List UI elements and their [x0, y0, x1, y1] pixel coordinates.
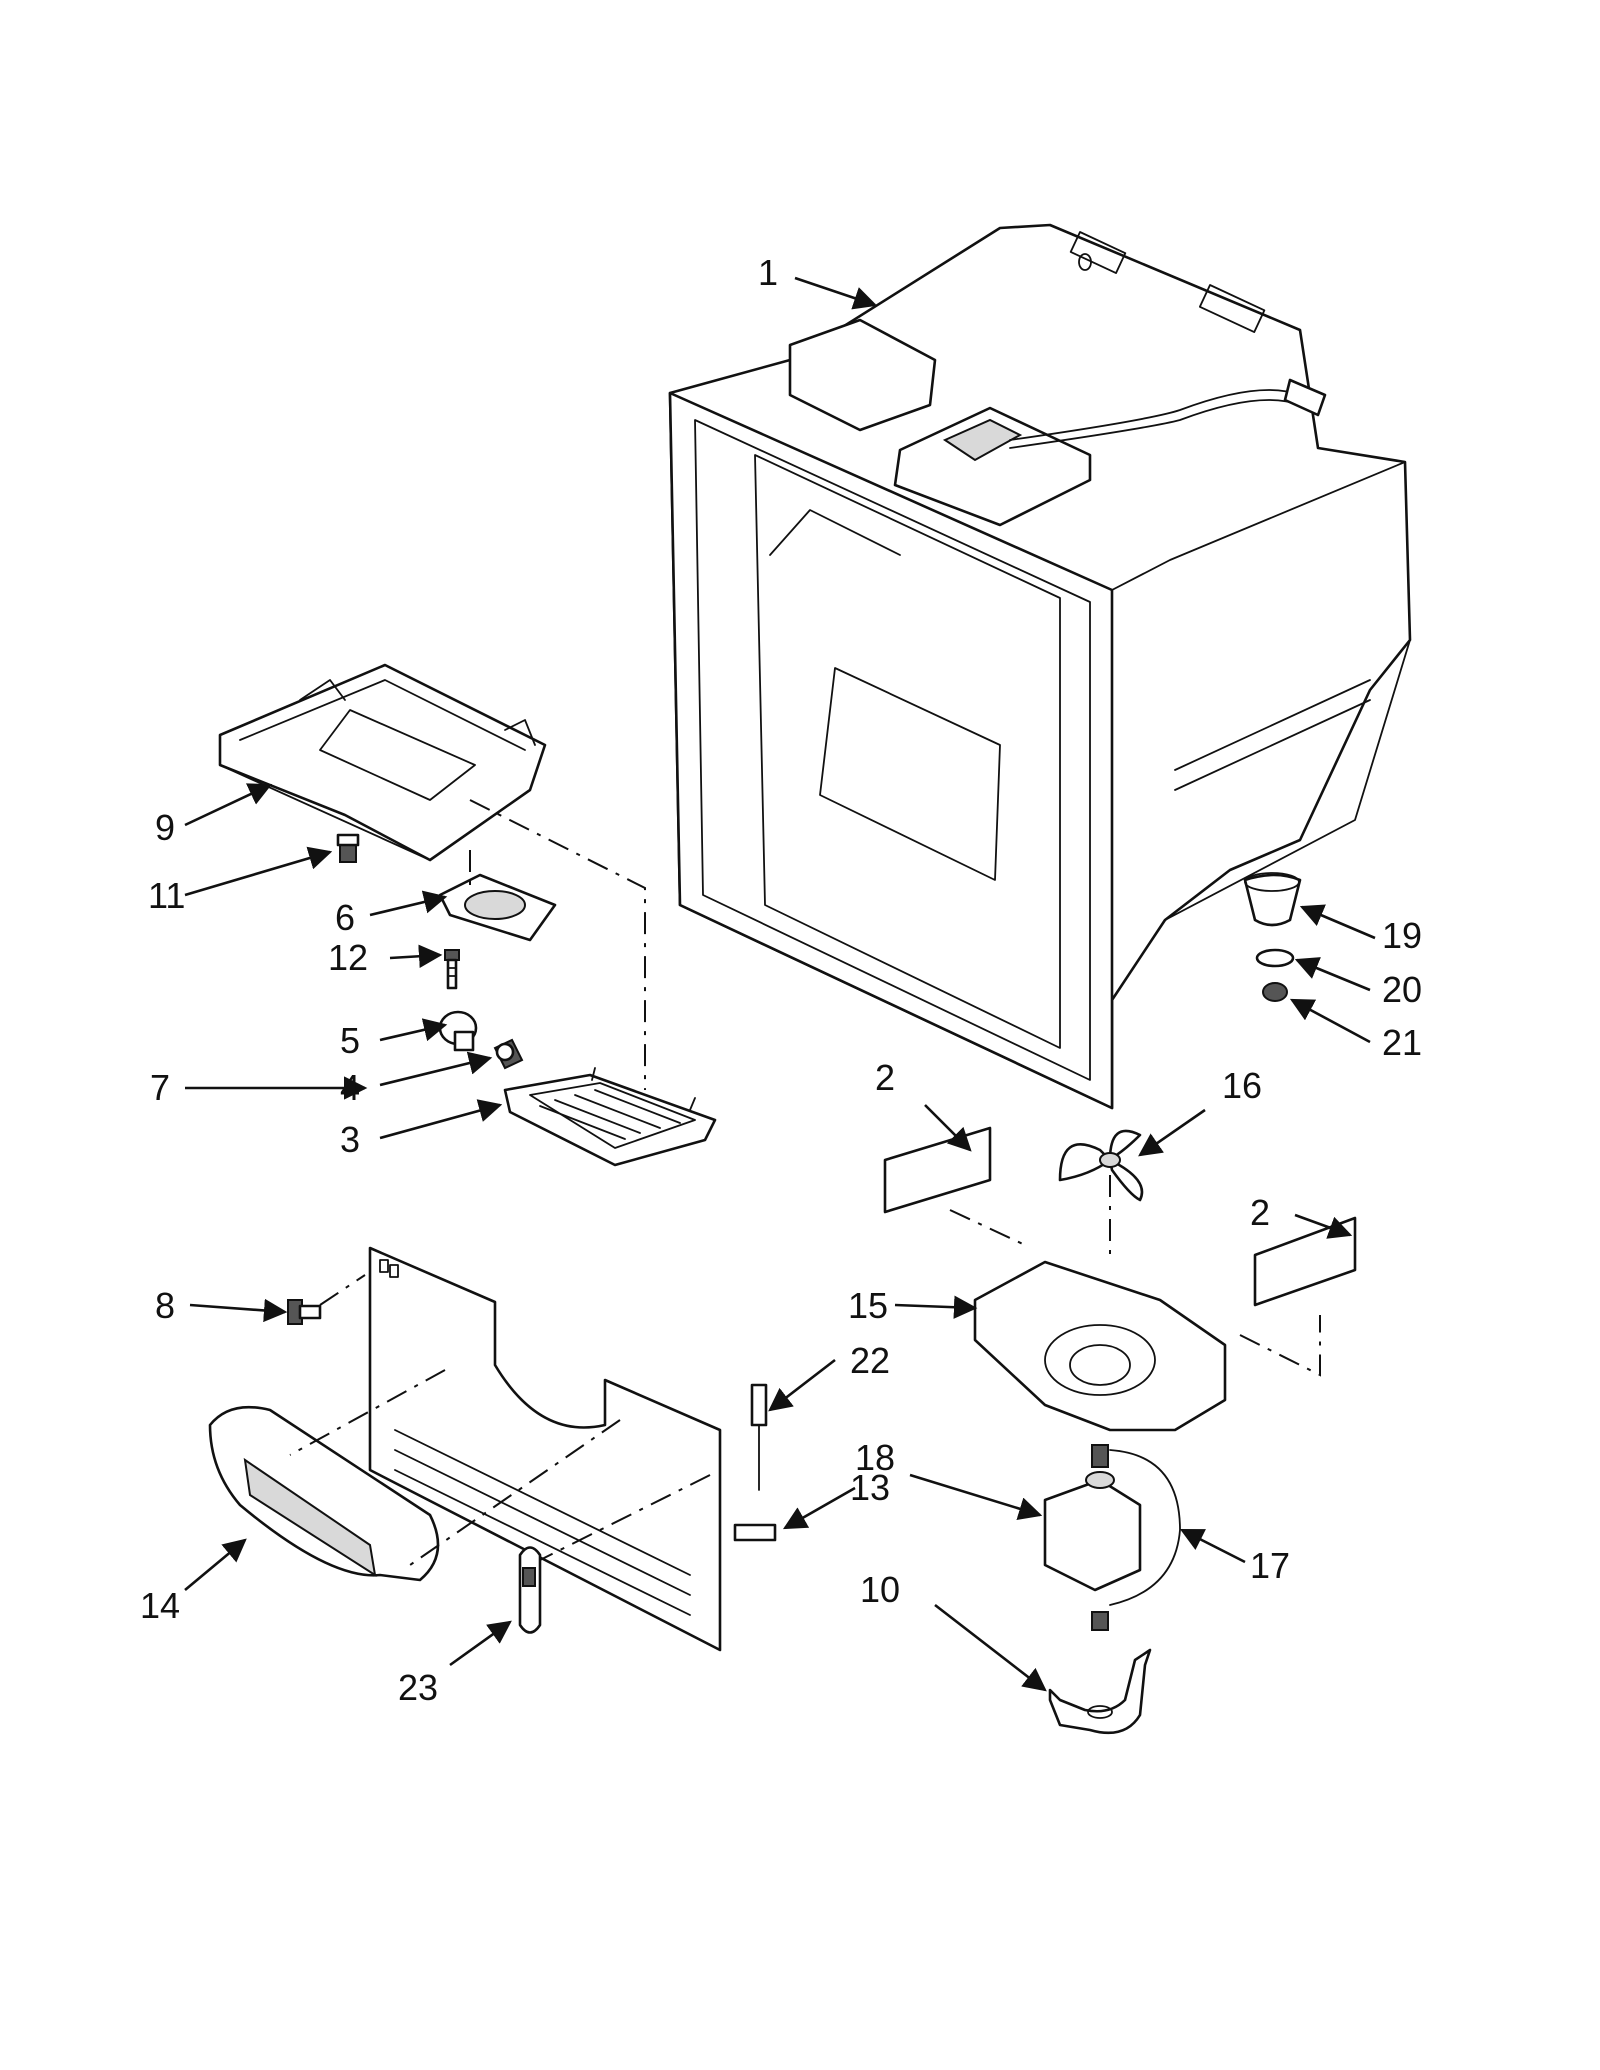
- thermistor-clip: [518, 1546, 542, 1634]
- callout-23: 23: [398, 1667, 438, 1708]
- thermistor: [750, 1383, 768, 1491]
- callout-14: 14: [140, 1585, 180, 1626]
- callout-9: 9: [155, 807, 175, 848]
- light-shield: [503, 1067, 717, 1167]
- callout-5: 5: [340, 1020, 360, 1061]
- switch-part: [336, 833, 360, 863]
- light-socket: [493, 1038, 524, 1070]
- callout-15: 15: [848, 1285, 888, 1326]
- callout-21: 21: [1382, 1022, 1422, 1063]
- drain-cup: [1243, 872, 1302, 927]
- callout-10: 10: [860, 1569, 900, 1610]
- light-bulb: [438, 1010, 478, 1052]
- leader-lines: [184, 276, 1376, 1692]
- callout-16: 16: [1222, 1065, 1262, 1106]
- foam-pad-right: [1253, 1216, 1357, 1307]
- callout-4: 4: [340, 1067, 360, 1108]
- callout-2-left: 2: [875, 1057, 895, 1098]
- shelf-cover: [218, 663, 547, 862]
- callout-17: 17: [1250, 1545, 1290, 1586]
- fan-motor: [1043, 1444, 1142, 1592]
- fan-shroud: [973, 1260, 1227, 1432]
- light-housing: [438, 873, 557, 942]
- screw-12: [444, 949, 460, 990]
- freezer-liner: [668, 223, 1412, 1110]
- callout-20: 20: [1382, 969, 1422, 1010]
- foam-strip: [733, 1523, 777, 1542]
- callout-1: 1: [758, 252, 778, 293]
- fan-blade: [1058, 1129, 1144, 1202]
- callout-13: 13: [850, 1467, 890, 1508]
- drain-washer: [1262, 982, 1288, 1002]
- callout-6: 6: [335, 897, 355, 938]
- callout-19: 19: [1382, 915, 1422, 956]
- callout-11: 11: [148, 875, 185, 916]
- callout-8: 8: [155, 1285, 175, 1326]
- callout-22: 22: [850, 1340, 890, 1381]
- callout-7: 7: [150, 1067, 170, 1108]
- callout-2-right: 2: [1250, 1192, 1270, 1233]
- callout-3: 3: [340, 1119, 360, 1160]
- vent-grille: [208, 1405, 440, 1582]
- callout-18: 18: [855, 1437, 895, 1478]
- callout-12: 12: [328, 937, 368, 978]
- rear-panel: [368, 1246, 722, 1652]
- motor-bracket: [1048, 1648, 1152, 1735]
- foam-pad-left: [883, 1126, 992, 1214]
- o-ring: [1255, 948, 1295, 968]
- screw-8: [287, 1299, 322, 1325]
